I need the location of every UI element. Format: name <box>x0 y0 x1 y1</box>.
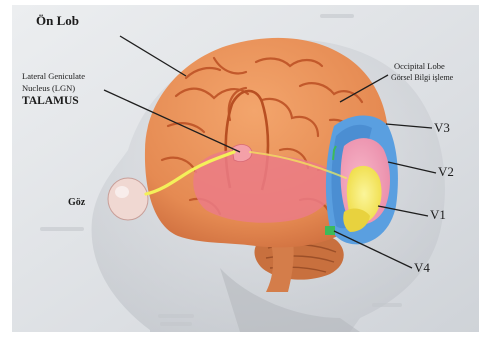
label-v1: V1 <box>430 208 446 221</box>
eye-highlight <box>115 186 129 198</box>
label-lgn-line1: Lateral Geniculate <box>22 72 85 81</box>
label-front-lobe: Ön Lob <box>36 14 79 27</box>
label-occipital-line1: Occipital Lobe <box>394 62 445 71</box>
label-v4: V4 <box>414 261 430 274</box>
faint-caption-right <box>372 303 402 307</box>
label-v3: V3 <box>434 121 450 134</box>
faint-caption-bottom <box>158 314 194 318</box>
label-v2: V2 <box>438 165 454 178</box>
label-lgn-line2: Nucleus (LGN) <box>22 84 75 93</box>
faint-caption-top <box>320 14 354 18</box>
faint-caption-eye <box>40 227 84 231</box>
label-occipital-line2: Görsel Bilgi işleme <box>391 74 453 82</box>
v4-marker <box>325 226 335 235</box>
label-eye: Göz <box>68 198 85 208</box>
eye-ball <box>108 178 148 220</box>
faint-caption-bottom2 <box>160 322 192 326</box>
label-thalamus: TALAMUS <box>22 96 79 108</box>
